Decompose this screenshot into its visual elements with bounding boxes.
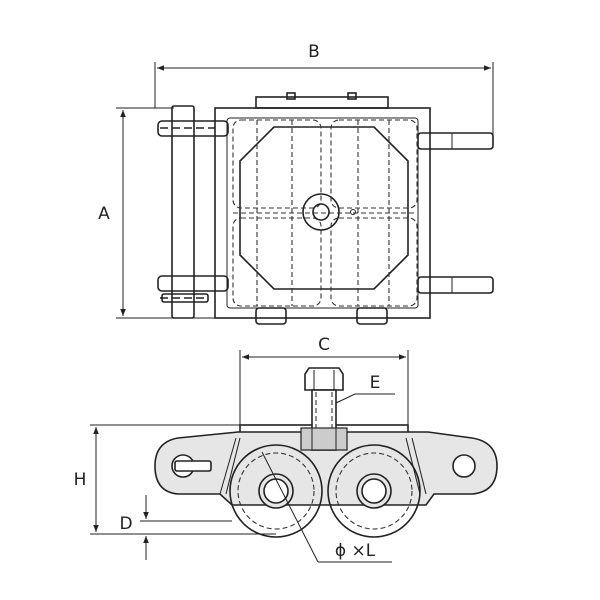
roller-right bbox=[327, 444, 421, 538]
guide-pin-upper bbox=[417, 132, 494, 150]
front-view: C bbox=[74, 335, 498, 563]
dim-label-a: A bbox=[98, 204, 110, 224]
dimension-phi-l: ϕ ×L bbox=[261, 451, 392, 563]
dim-label-c: C bbox=[318, 335, 330, 355]
dimension-c: C bbox=[239, 335, 409, 425]
roller-axle-left bbox=[263, 478, 289, 504]
center-bolt-hole bbox=[312, 203, 330, 221]
dim-label-d: D bbox=[119, 514, 132, 534]
dimension-a: A bbox=[98, 107, 222, 319]
center-bolt-front bbox=[300, 367, 348, 451]
dim-label-e: E bbox=[370, 373, 381, 393]
dimension-h: H bbox=[74, 424, 276, 535]
dimension-b: B bbox=[154, 42, 494, 148]
tow-handle-top bbox=[157, 105, 229, 319]
top-view: B A bbox=[98, 42, 494, 325]
dim-label-h: H bbox=[74, 470, 87, 490]
right-lug-hole bbox=[452, 454, 476, 478]
center-bolt-outer bbox=[302, 193, 340, 231]
roller-axle-right bbox=[361, 478, 387, 504]
dimension-d: D bbox=[119, 495, 232, 560]
turntable-octagon bbox=[239, 126, 409, 290]
dim-label-b: B bbox=[308, 42, 320, 62]
dimension-e: E bbox=[335, 373, 395, 404]
roller-left bbox=[229, 444, 323, 538]
guide-pin-lower bbox=[417, 276, 494, 294]
dim-label-phi-l: ϕ ×L bbox=[335, 541, 376, 561]
